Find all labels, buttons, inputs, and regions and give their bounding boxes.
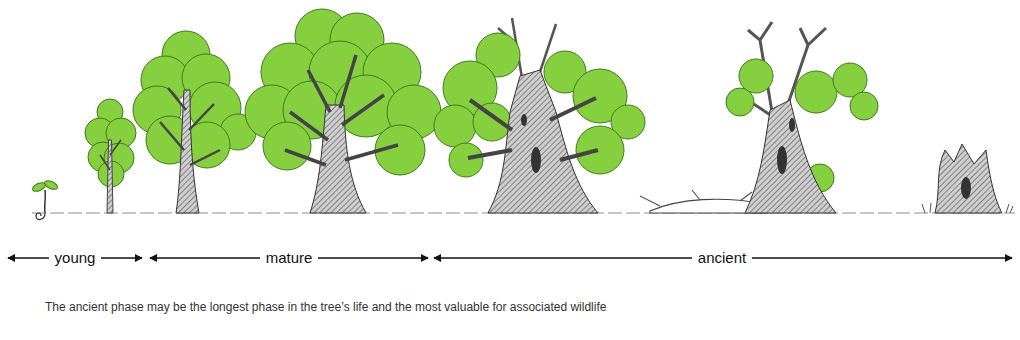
seedling-stem [44,190,46,213]
leaf-clump [739,59,773,93]
maturing-tree [133,31,256,213]
trunk-hollow [961,177,971,199]
tree-trunk [310,105,366,213]
figure-caption: The ancient phase may be the longest pha… [45,300,606,314]
leaf-clump [434,105,476,147]
leaf-clump [473,103,511,141]
leaf-clump [726,88,754,116]
tree-branch [160,88,220,165]
leaf-clump [263,122,311,170]
seedling-root [36,213,45,220]
seedling [31,179,59,220]
leaf-clump [449,143,483,177]
leaf-clump [850,92,878,120]
trunk-hollow [777,146,787,174]
leaf-clump [795,71,837,113]
stump-trunk [935,144,1002,213]
log-twig [640,190,752,206]
tree-trunk [488,70,598,213]
phase-label: young [49,249,102,267]
seedling-leaf [43,179,59,191]
ancient-tree [434,18,645,213]
grass-tuft [922,203,1013,213]
tree-trunk [745,100,836,213]
phase-label: ancient [692,249,752,267]
tree-trunk [176,90,199,213]
young-tree [85,99,136,213]
trunk-hollow [521,114,527,126]
tree-branch [100,140,121,170]
mature-tree [245,9,441,213]
tree-stump [922,144,1013,213]
veteran-tree [640,22,878,213]
phase-label: mature [260,249,319,267]
trunk-hollow [531,147,541,173]
leaf-clump [576,126,624,174]
trunk-hollow [789,118,795,132]
tree-branch [285,55,398,165]
